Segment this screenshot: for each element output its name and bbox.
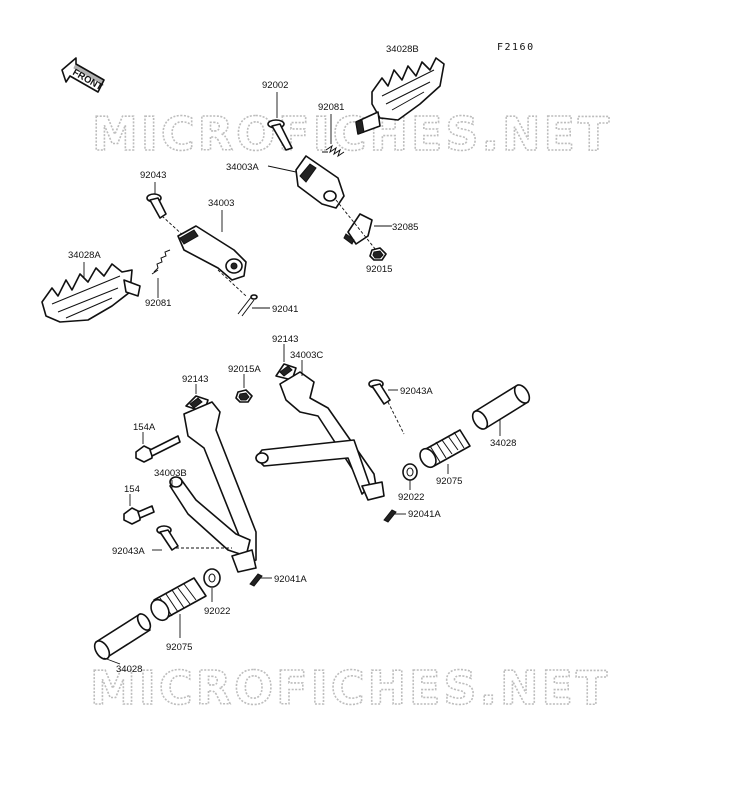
label-154A: 154A [133,422,156,433]
washer-92022-right [402,463,418,481]
label-92043: 92043 [140,170,166,181]
nut-92015A [235,389,253,403]
bracket-34003 [177,225,247,281]
footpeg-34028A [41,263,141,323]
label-92143-right: 92143 [272,334,298,345]
clip-92143-right [275,363,297,381]
grip-92075-left [150,577,207,622]
pin-92002 [267,119,293,151]
label-32085: 32085 [392,222,418,233]
cotter-pin-92041A-right [383,509,397,523]
label-34028-right: 34028 [490,438,516,449]
label-34003C: 34003C [290,350,323,361]
label-92022-left: 92022 [204,606,230,617]
footpeg-34028B [355,57,445,135]
bolt-154 [123,505,155,525]
label-92075-right: 92075 [436,476,462,487]
watermark-top: MICROFICHES.NET [92,107,612,161]
spring-92081-left [151,249,171,275]
cotter-pin-92041 [237,294,258,317]
label-92041A-left: 92041A [274,574,307,585]
washer-92022-left [203,568,221,588]
watermark-bottom: MICROFICHES.NET [90,661,610,715]
figure-number: F2160 [497,42,535,53]
label-92041: 92041 [272,304,298,315]
bracket-34003A [295,155,345,209]
label-92041A-right: 92041A [408,509,441,520]
label-92043A-left: 92043A [112,546,145,557]
bolt-154A [135,435,181,463]
label-154: 154 [124,484,140,495]
stand-34003B [169,401,257,573]
label-92015: 92015 [366,264,392,275]
cover-32085 [343,213,373,245]
nut-92015 [369,247,387,261]
label-34003A: 34003A [226,162,259,173]
label-92081-left: 92081 [145,298,171,309]
label-92043A-right: 92043A [400,386,433,397]
pipe-34028-left [93,613,152,660]
label-34003: 34003 [208,198,234,209]
label-92075-left: 92075 [166,642,192,653]
stand-34003C [255,371,385,501]
cotter-pin-92041A-left [249,573,263,587]
pin-92043A-left [156,525,179,551]
label-34028B: 34028B [386,44,419,55]
label-92002: 92002 [262,80,288,91]
pin-92043 [146,193,167,219]
label-34028-left: 34028 [116,664,142,675]
pipe-34028-right [471,384,531,430]
pin-92043A-right [368,379,391,405]
label-34003B: 34003B [154,468,187,479]
label-92022-right: 92022 [398,492,424,503]
label-34028A: 34028A [68,250,101,261]
label-92015A: 92015A [228,364,261,375]
front-arrow-icon: FRONT [61,57,105,93]
label-92081-top: 92081 [318,102,344,113]
grip-92075-right [419,429,471,469]
label-92143-left: 92143 [182,374,208,385]
spring-92081-top [322,144,345,158]
